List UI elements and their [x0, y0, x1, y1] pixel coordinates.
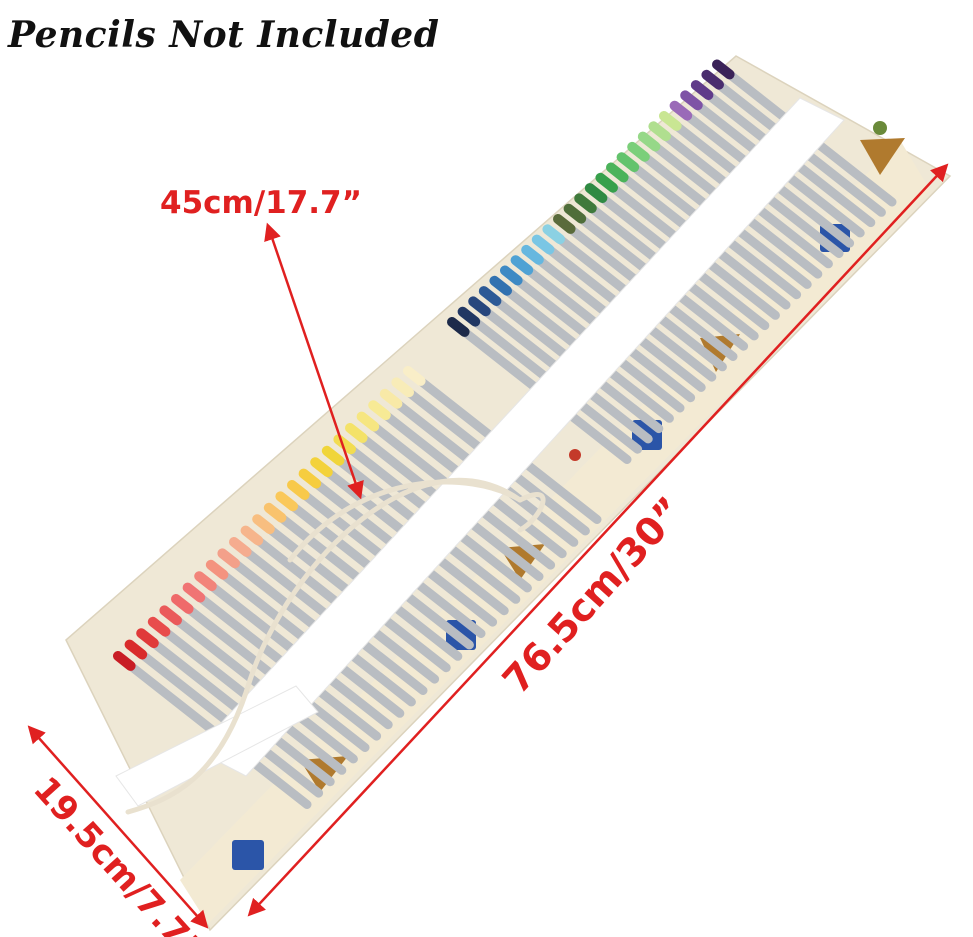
lower-row-pencil-tip — [171, 594, 194, 614]
upper-row-pencil-tip — [627, 141, 650, 162]
upper-row-pencil-tip — [637, 131, 661, 152]
lower-row-pencil-tip — [205, 559, 229, 580]
lower-row-pencil-tip — [229, 537, 252, 557]
upper-row-pencil-tip — [669, 100, 693, 121]
upper-row-pencil-tip — [659, 111, 682, 131]
upper-row-pencil-tip — [648, 121, 671, 142]
length-arrow — [247, 163, 949, 917]
lower-row-pencil-tip — [194, 571, 217, 592]
upper-row-pencil-tip — [680, 90, 703, 111]
lower-row-pencil-tip — [113, 651, 136, 671]
inner-width-label: 45cm/17.7” — [160, 185, 362, 221]
caption-pencils-not-included: Pencils Not Included — [8, 14, 440, 56]
lower-row-pencil-tip — [159, 605, 182, 626]
upper-row-pencil-tip — [690, 80, 714, 100]
lower-row-pencil-tip — [182, 582, 206, 603]
width-arrow — [27, 725, 209, 929]
lower-row-pencil-tip — [136, 628, 159, 649]
lower-row-pencil-tip — [124, 639, 148, 660]
upper-row-pencil-tip — [701, 69, 724, 90]
lower-row-pencil-tip — [217, 548, 240, 569]
lower-row-pencil-tip — [147, 616, 171, 637]
upper-row-pencil-tip — [712, 59, 735, 80]
